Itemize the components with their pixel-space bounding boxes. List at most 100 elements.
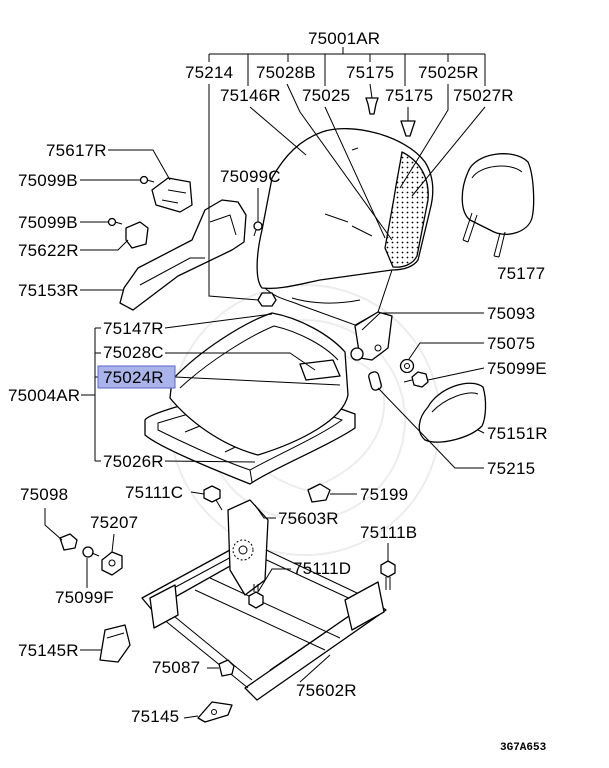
leader-line-75145 [183, 715, 199, 719]
leader-line-75215 [377, 387, 484, 469]
callout-75028c[interactable]: 75028C [103, 343, 164, 362]
leader-line-75111d [257, 568, 291, 593]
callout-75146r[interactable]: 75146R [220, 86, 281, 105]
cushion-pad-seam [179, 325, 339, 389]
callout-75099b-b[interactable]: 75099B [18, 213, 78, 232]
part-side-cover [119, 199, 247, 311]
leader-line-75099e [427, 367, 485, 381]
callout-75024r-highlighted[interactable]: 75024R [103, 368, 164, 387]
seatback-lower-skirt [264, 269, 393, 326]
part-cushion-pad [169, 312, 349, 456]
callout-75603r[interactable]: 75603R [278, 509, 339, 528]
callout-75093[interactable]: 75093 [487, 304, 535, 323]
leader-line-75026r [164, 460, 256, 463]
bolt-shaft [385, 577, 391, 590]
part-cover-75622r [125, 221, 149, 249]
bracket-detail [161, 189, 187, 204]
callout-75001ar[interactable]: 75001AR [308, 29, 380, 48]
callout-75145r[interactable]: 75145R [18, 641, 79, 660]
callout-75177[interactable]: 75177 [497, 264, 545, 283]
lever-hole [108, 559, 116, 567]
part-clip-75199 [307, 483, 331, 503]
seatback-detail-line [351, 147, 359, 151]
callout-75026r[interactable]: 75026R [103, 452, 164, 471]
leader-line-75146r [249, 106, 307, 156]
screw-shaft [114, 221, 123, 225]
callout-highlight-box [97, 365, 176, 389]
part-cover-75145r [99, 624, 131, 663]
callout-75199[interactable]: 75199 [360, 485, 408, 504]
callout-75028b[interactable]: 75028B [256, 63, 316, 82]
part-bolt-75111d [248, 584, 264, 609]
callout-75147r[interactable]: 75147R [103, 319, 164, 338]
part-screw-75099f [82, 546, 100, 558]
callout-75075[interactable]: 75075 [487, 334, 535, 353]
callout-75027r[interactable]: 75027R [453, 86, 514, 105]
leader-line-75147r [164, 313, 273, 329]
leader-line-75025r [399, 84, 449, 189]
leader-line-75028b [286, 83, 393, 241]
part-cap-75098 [59, 533, 78, 551]
callout-75087[interactable]: 75087 [152, 658, 200, 677]
callout-75214[interactable]: 75214 [185, 63, 233, 82]
callout-75175-b[interactable]: 75175 [385, 86, 433, 105]
callout-75215[interactable]: 75215 [487, 459, 535, 478]
part-clip-75175-b [400, 120, 416, 137]
callout-75004ar[interactable]: 75004AR [8, 386, 80, 405]
part-cover-75145 [197, 701, 233, 723]
bolt-shaft [253, 584, 259, 592]
callout-75207[interactable]: 75207 [90, 513, 138, 532]
cover-hole [211, 709, 217, 715]
screw-shaft [253, 229, 257, 237]
part-bolt-75099e [403, 371, 429, 388]
callout-75145[interactable]: 75145 [131, 707, 179, 726]
bolt-shaft [403, 379, 413, 383]
callout-75151r[interactable]: 75151R [487, 424, 548, 443]
side-cover-detail [139, 214, 237, 286]
part-riser-front [149, 584, 179, 629]
part-bracket-75617r [151, 177, 193, 213]
callout-75025r[interactable]: 75025R [418, 63, 479, 82]
callout-75617r[interactable]: 75617R [46, 141, 107, 160]
part-clip-75087 [218, 659, 235, 677]
part-knob-75214 [257, 292, 277, 307]
headrest-seam [471, 165, 523, 179]
callout-75025[interactable]: 75025 [302, 86, 350, 105]
leader-line-75028c [165, 352, 316, 371]
seatback-detail-line [351, 225, 373, 237]
callout-75099f[interactable]: 75099F [55, 588, 114, 607]
callout-75111d[interactable]: 75111D [293, 559, 351, 578]
leader-line-75111c [190, 491, 205, 495]
seat-rail-assembly [141, 499, 387, 701]
bolt-head [380, 560, 396, 578]
part-bolt-75111b [380, 560, 396, 590]
callout-75175-a[interactable]: 75175 [346, 63, 394, 82]
part-headrest [461, 153, 535, 235]
headrest-post [462, 212, 478, 243]
callout-labels: 75001AR 75214 75028B 75175 75025R 75146R… [8, 29, 548, 754]
callout-75153r[interactable]: 75153R [18, 281, 79, 300]
callout-75099e[interactable]: 75099E [487, 359, 547, 378]
part-pin-75215 [368, 371, 382, 391]
part-screw-75099c [253, 221, 263, 237]
washer-hole [404, 363, 410, 369]
callout-75602r[interactable]: 75602R [296, 681, 357, 700]
recliner-gear [232, 539, 254, 561]
diagram-code: 3G7A653 [500, 742, 547, 754]
callout-75098[interactable]: 75098 [20, 485, 68, 504]
rail-slider [169, 554, 356, 671]
leader-line-75602r [299, 654, 331, 683]
headrest-post [493, 231, 506, 258]
washer-outer [399, 358, 415, 374]
leader-line-75093 [361, 312, 484, 331]
callout-75099c[interactable]: 75099C [220, 167, 281, 186]
callout-75111b[interactable]: 75111B [360, 523, 417, 542]
leader-line-75622r [80, 239, 129, 251]
callout-75099b-a[interactable]: 75099B [18, 171, 78, 190]
leader-line-75025 [324, 106, 386, 239]
part-screw-75099b-a [139, 175, 155, 185]
callout-75111c[interactable]: 75111C [125, 483, 183, 502]
leader-line-75024r [174, 376, 341, 386]
part-cushion-insert-75028c [299, 359, 341, 381]
callout-75622r[interactable]: 75622R [18, 241, 79, 260]
